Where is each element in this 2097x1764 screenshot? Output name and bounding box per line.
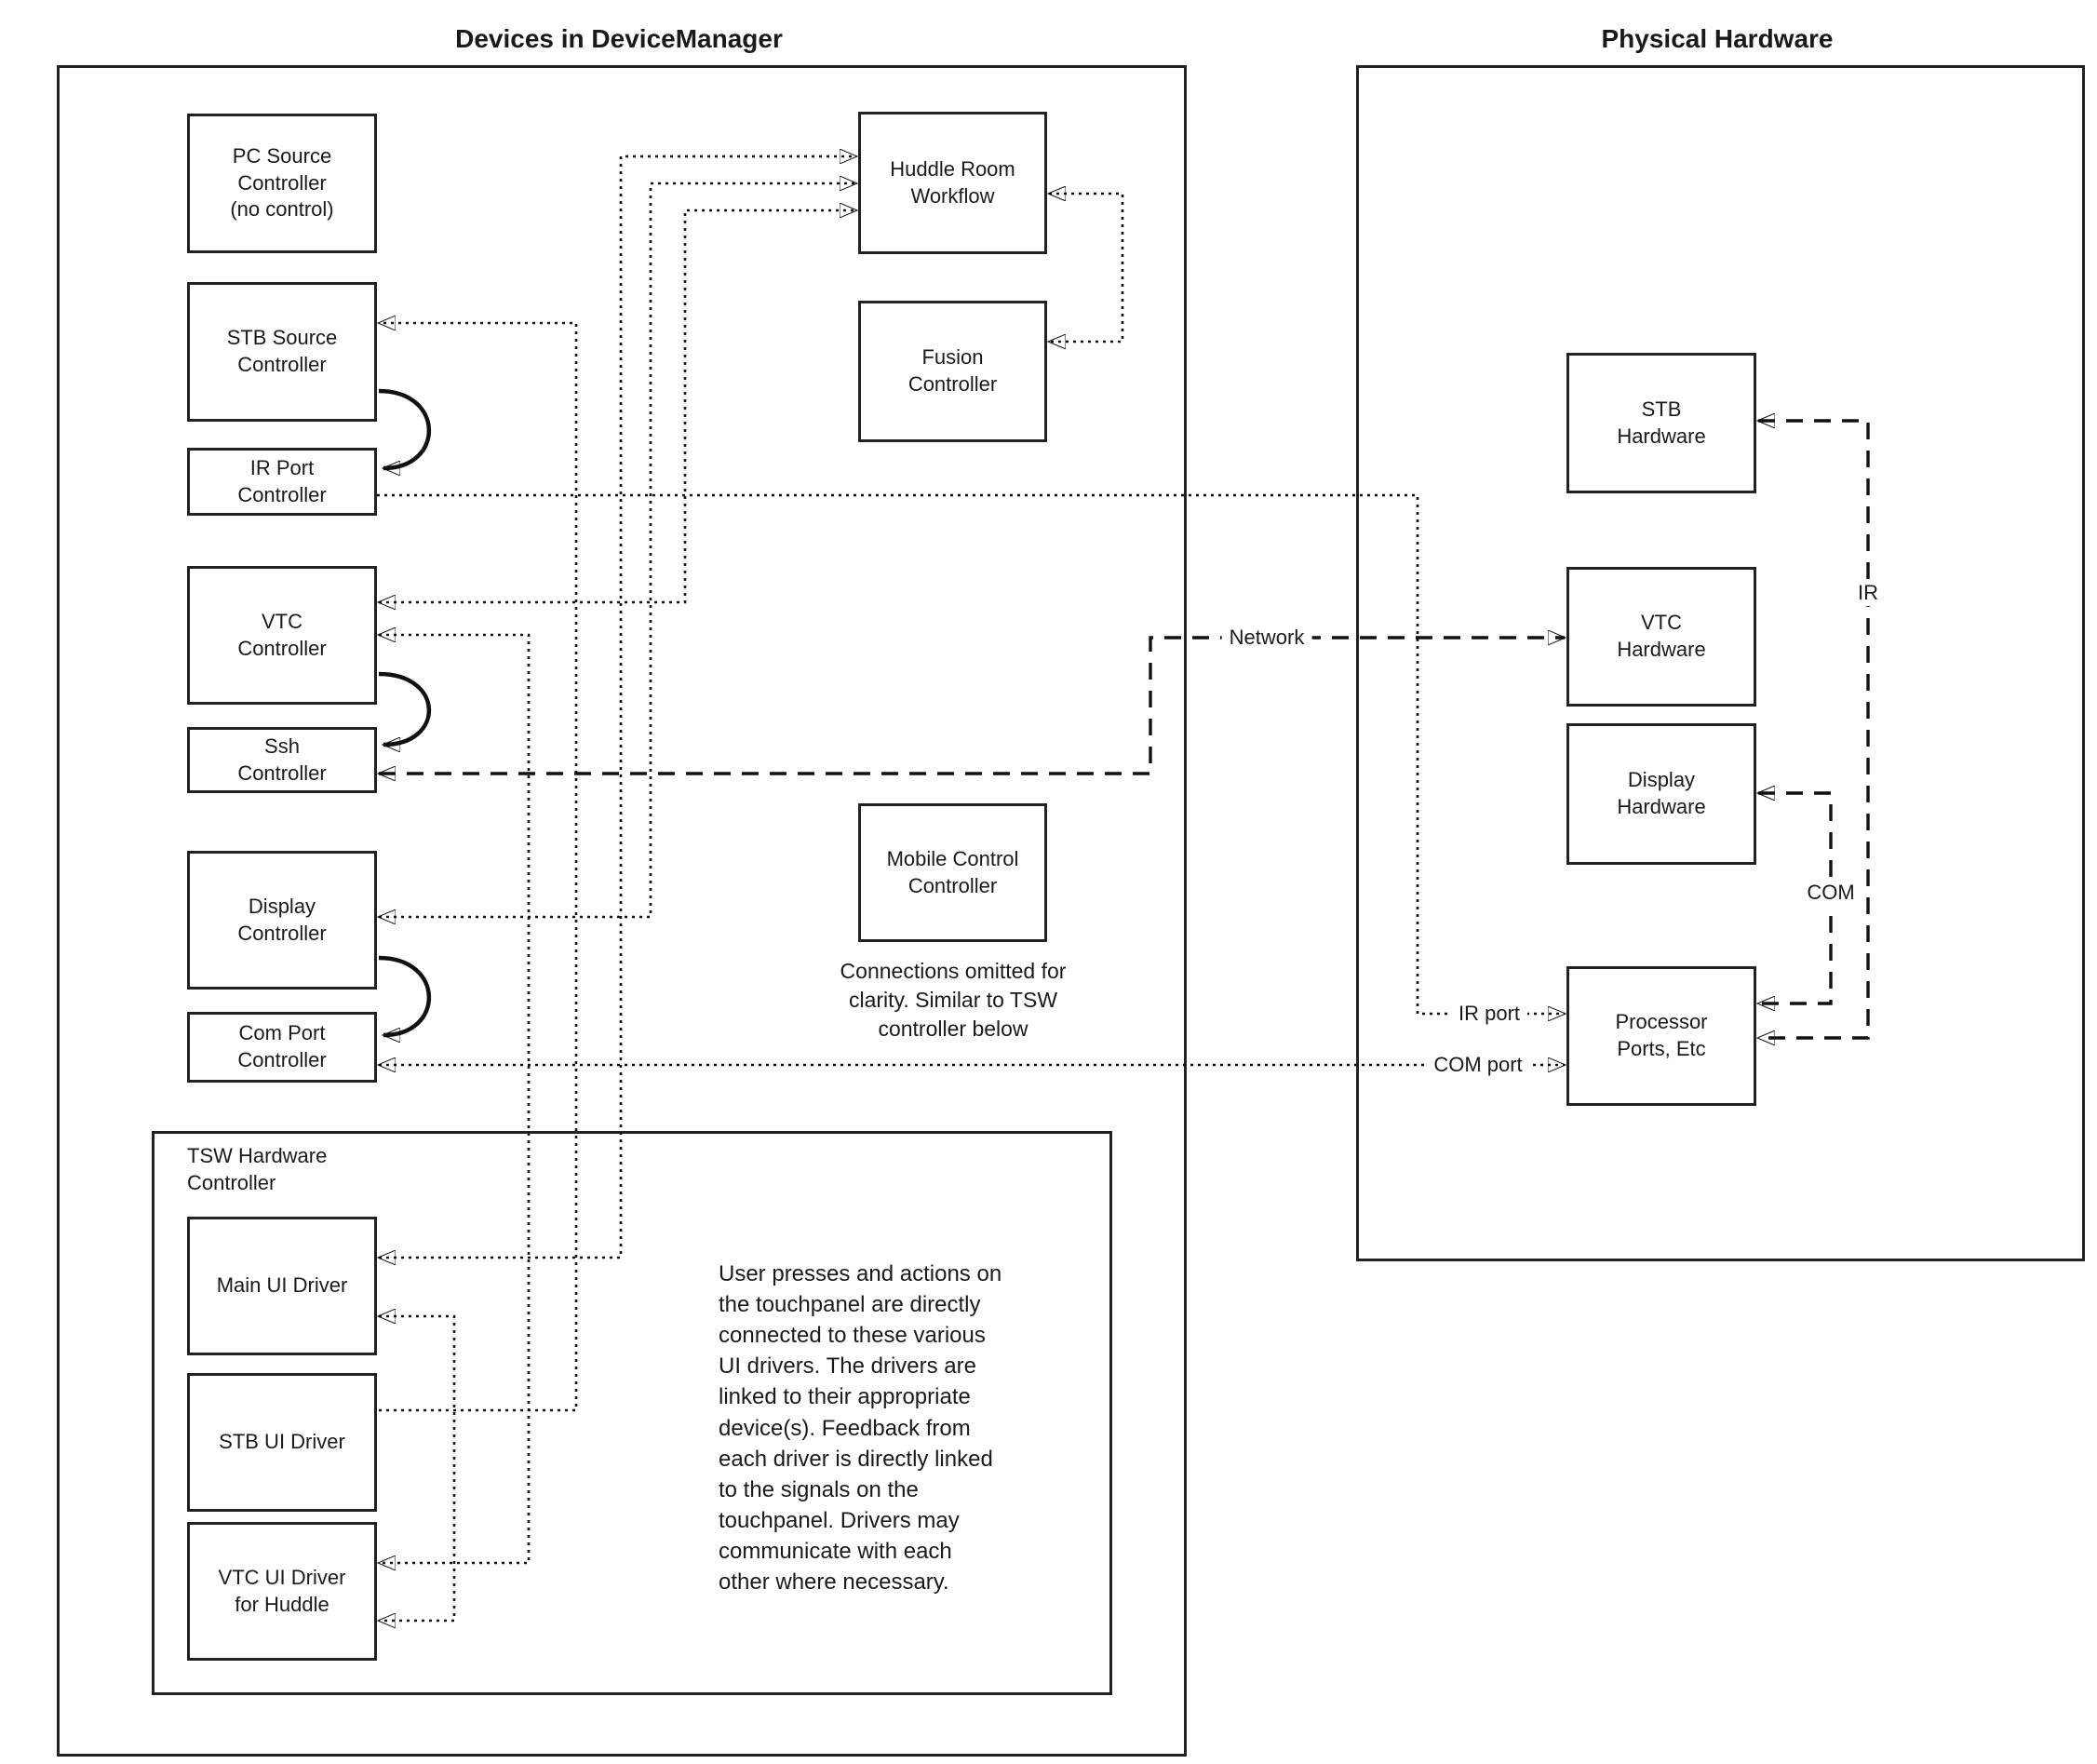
node-label: STB UI Driver bbox=[219, 1430, 345, 1454]
node-label: STB Source Controller bbox=[226, 326, 338, 376]
edge-stb-source-to-ir-port-controller bbox=[378, 388, 432, 468]
device-manager-container bbox=[57, 65, 1187, 1757]
node-stb-hardware: STB Hardware bbox=[1566, 353, 1756, 493]
edge-huddle-workflow-to-fusion-controller bbox=[1049, 194, 1124, 342]
node-fusion-controller: Fusion Controller bbox=[858, 301, 1047, 442]
node-label: VTC Hardware bbox=[1617, 611, 1706, 661]
node-label: IR Port Controller bbox=[237, 455, 327, 506]
edge-processor-ir-to-stb-hardware bbox=[1758, 421, 1870, 1038]
node-label: Display Hardware bbox=[1617, 768, 1706, 818]
node-label: Processor Ports, Etc bbox=[1615, 1010, 1708, 1060]
edge-display-controller-to-huddle-workflow bbox=[379, 183, 856, 917]
node-label: Main UI Driver bbox=[216, 1273, 348, 1298]
physical-hardware-title: Physical Hardware bbox=[1601, 24, 1834, 53]
node-ir-port-controller: IR Port Controller bbox=[187, 448, 377, 516]
tsw-hardware-controller-label: TSW Hardware Controller bbox=[187, 1144, 328, 1194]
node-label: Ssh Controller bbox=[237, 734, 327, 785]
node-label: Huddle Room Workflow bbox=[890, 156, 1015, 208]
edge-ssh-controller-network-to-vtc-hardware bbox=[379, 638, 1565, 774]
edge-vtc-controller-to-huddle-workflow bbox=[379, 210, 856, 602]
edge-main-ui-driver-to-vtc-ui-driver bbox=[379, 1316, 456, 1621]
tsw-drivers-note: User presses and actions on the touchpan… bbox=[719, 1261, 1002, 1596]
node-display-hardware: Display Hardware bbox=[1566, 723, 1756, 865]
node-vtc-hardware: VTC Hardware bbox=[1566, 567, 1756, 707]
ir-edge-label: IR bbox=[1850, 580, 1886, 606]
mobile-controller-note: Connections omitted for clarity. Similar… bbox=[840, 959, 1067, 1042]
node-label: Fusion Controller bbox=[907, 345, 998, 396]
node-vtc-controller: VTC Controller bbox=[187, 566, 377, 705]
node-display-controller: Display Controller bbox=[187, 851, 377, 990]
edge-main-ui-to-huddle-workflow bbox=[379, 156, 856, 1258]
node-label: Mobile Control Controller bbox=[886, 846, 1019, 897]
node-stb-ui-driver: STB UI Driver bbox=[187, 1373, 377, 1512]
node-huddle-room-workflow: Huddle Room Workflow bbox=[858, 112, 1047, 254]
node-vtc-ui-driver: VTC UI Driver for Huddle bbox=[187, 1522, 377, 1661]
node-main-ui-driver: Main UI Driver bbox=[187, 1217, 377, 1355]
node-com-port-controller: Com Port Controller bbox=[187, 1012, 377, 1083]
node-label: Com Port Controller bbox=[237, 1021, 327, 1071]
node-mobile-control-controller: Mobile Control Controller bbox=[858, 803, 1047, 942]
node-label: VTC Controller bbox=[237, 609, 327, 660]
edge-vtc-controller-to-ssh-controller bbox=[378, 671, 432, 745]
node-ssh-controller: Ssh Controller bbox=[187, 727, 377, 793]
node-label: STB Hardware bbox=[1617, 397, 1706, 448]
network-edge-label: Network bbox=[1221, 625, 1312, 651]
com-port-edge-label: COM port bbox=[1426, 1052, 1530, 1078]
edge-display-controller-to-com-port-controller bbox=[378, 955, 432, 1035]
node-stb-source-controller: STB Source Controller bbox=[187, 282, 377, 422]
com-edge-label: COM bbox=[1799, 880, 1862, 906]
node-label: PC Source Controller (no control) bbox=[230, 144, 334, 222]
node-pc-source-controller: PC Source Controller (no control) bbox=[187, 114, 377, 253]
edge-stb-ui-driver-to-stb-source-controller bbox=[379, 323, 578, 1412]
node-label: VTC UI Driver for Huddle bbox=[218, 1565, 346, 1616]
ir-port-edge-label: IR port bbox=[1450, 1001, 1528, 1027]
device-manager-title: Devices in DeviceManager bbox=[455, 24, 783, 53]
node-label: Display Controller bbox=[237, 894, 327, 945]
node-processor-ports: Processor Ports, Etc bbox=[1566, 966, 1756, 1106]
